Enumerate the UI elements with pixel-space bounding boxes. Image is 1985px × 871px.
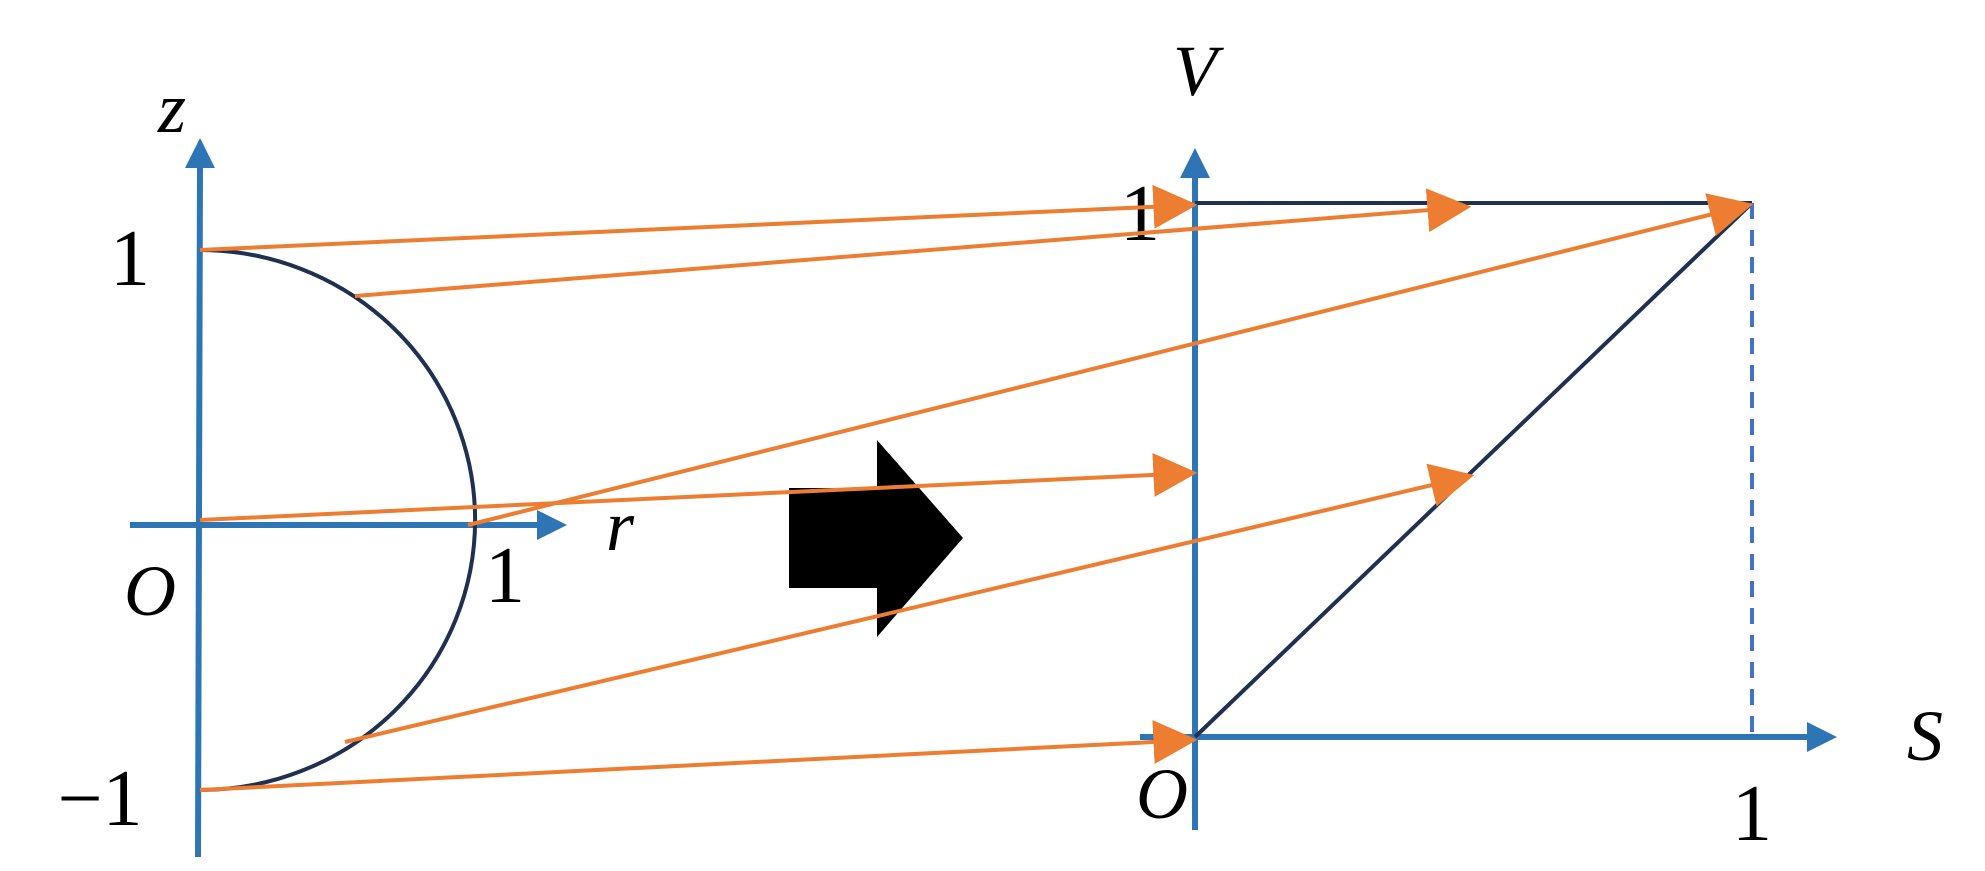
left-origin-label: O (124, 551, 176, 631)
semicircle-curve (199, 248, 478, 792)
mapping-arrow-center-to-v-axis (199, 452, 1198, 522)
r-tick-one: 1 (485, 532, 525, 620)
mapping-arrow-bottom-to-origin (199, 720, 1198, 792)
z-tick-minus-one: −1 (57, 755, 142, 843)
left-plot: z r O 1 −1 1 (57, 68, 635, 858)
z-axis-label: z (157, 68, 186, 148)
diagonal-line (1193, 201, 1754, 739)
right-plot: V S O 1 1 (1120, 31, 1943, 858)
mapping-arrow-lower-to-diagonal (344, 463, 1475, 744)
right-origin-label: O (1136, 754, 1188, 834)
s-axis-label: S (1907, 696, 1943, 776)
right-arrow-icon (789, 440, 963, 637)
mapping-arrow-equator-to-corner (467, 193, 1754, 527)
z-axis (184, 138, 215, 858)
v-axis-label: V (1173, 31, 1224, 111)
mapping-arrow-upper-to-top-edge (354, 188, 1472, 298)
s-tick-one: 1 (1732, 770, 1772, 858)
mapping-arrows (199, 184, 1754, 792)
z-tick-one: 1 (110, 215, 150, 303)
mapping-arrow-top-to-v-one (199, 184, 1198, 252)
v-tick-one: 1 (1120, 170, 1160, 258)
